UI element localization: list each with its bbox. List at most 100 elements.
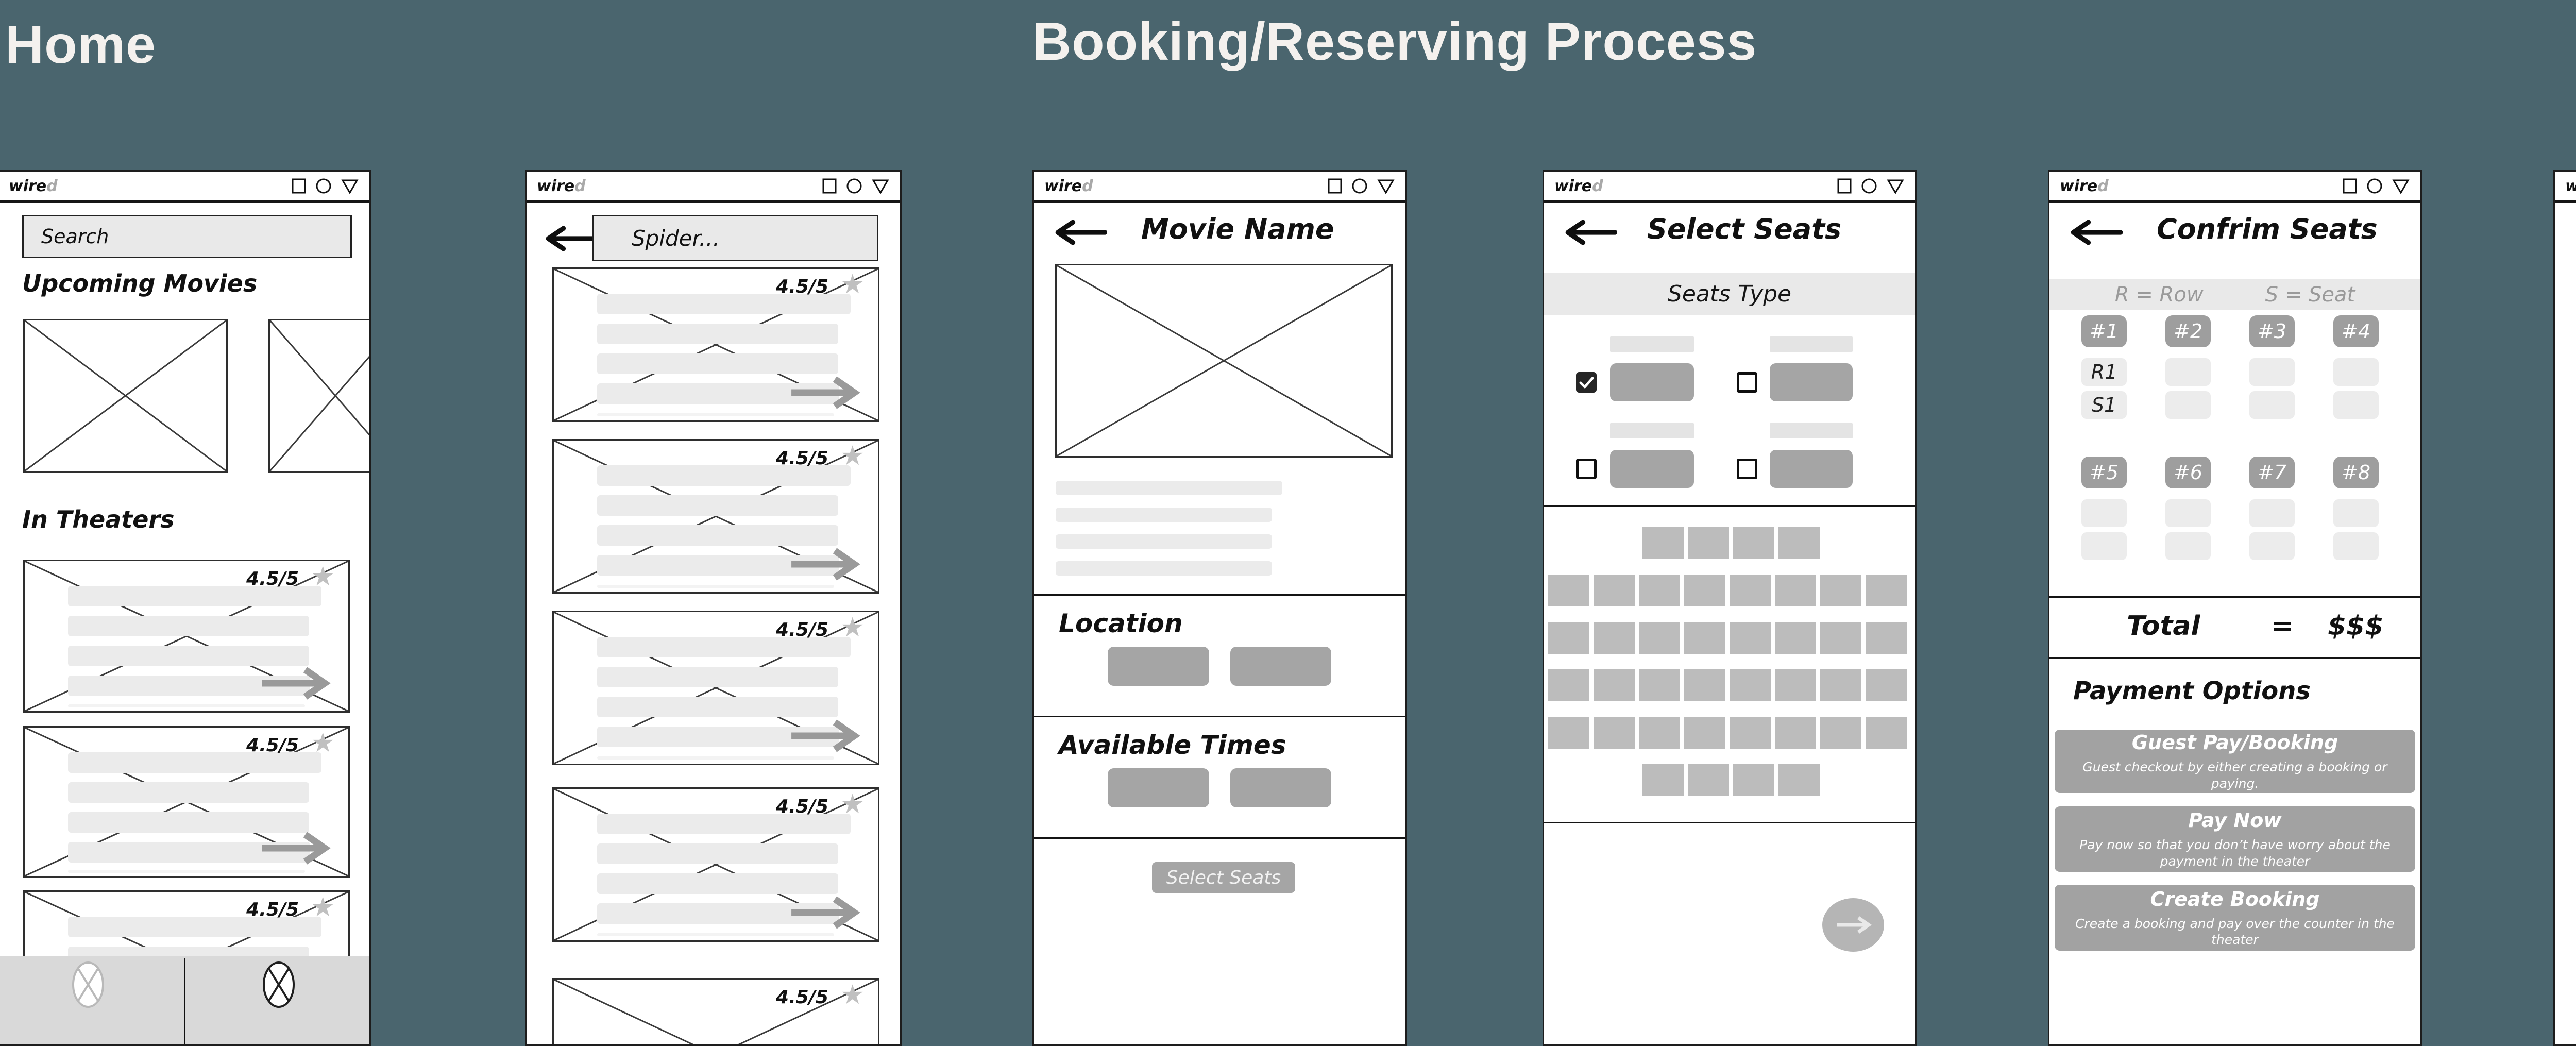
search-input[interactable]: Spider...	[592, 215, 878, 261]
seat[interactable]	[1642, 527, 1684, 559]
seat[interactable]	[1642, 764, 1684, 796]
seat-type-checkbox[interactable]	[1737, 459, 1757, 479]
back-arrow-icon[interactable]	[544, 225, 598, 252]
maximize-icon[interactable]	[1327, 177, 1343, 195]
next-button[interactable]	[1821, 897, 1885, 953]
wired-logo: wired	[1044, 177, 1093, 195]
seat-type-option[interactable]	[1610, 450, 1694, 488]
seat[interactable]	[1594, 669, 1635, 701]
seat[interactable]	[1730, 622, 1771, 654]
triangle-down-icon[interactable]	[1886, 177, 1905, 195]
tab-bookings-icon[interactable]	[262, 961, 295, 1008]
maximize-icon[interactable]	[1837, 177, 1852, 195]
text-skeleton	[597, 413, 834, 416]
triangle-down-icon[interactable]	[1377, 177, 1395, 195]
seat[interactable]	[1820, 622, 1861, 654]
seat[interactable]	[1775, 717, 1816, 749]
seat[interactable]	[1548, 622, 1589, 654]
seat[interactable]	[1866, 669, 1907, 701]
triangle-down-icon[interactable]	[341, 177, 359, 195]
seat[interactable]	[1733, 527, 1774, 559]
seat[interactable]	[1778, 764, 1820, 796]
seat[interactable]	[1820, 575, 1861, 606]
text-skeleton	[597, 495, 838, 516]
text-skeleton	[1056, 534, 1272, 549]
circle-icon[interactable]	[1860, 177, 1878, 195]
seat[interactable]	[1688, 527, 1729, 559]
search-result-item[interactable]: 4.5/5 ★	[552, 439, 879, 594]
back-arrow-icon[interactable]	[1054, 219, 1107, 246]
text-skeleton	[597, 465, 851, 486]
movie-poster-placeholder[interactable]	[268, 319, 369, 473]
search-result-item[interactable]: 4.5/5 ★	[552, 787, 879, 942]
seat[interactable]	[1684, 575, 1725, 606]
seat[interactable]	[1548, 669, 1589, 701]
seat[interactable]	[1775, 575, 1816, 606]
seat[interactable]	[1730, 575, 1771, 606]
back-arrow-icon[interactable]	[1564, 219, 1617, 246]
seat[interactable]	[1730, 717, 1771, 749]
search-result-item[interactable]: 4.5/5 ★	[552, 611, 879, 765]
text-skeleton	[68, 782, 309, 803]
seat[interactable]	[1866, 717, 1907, 749]
movie-poster-placeholder[interactable]	[23, 319, 228, 473]
arrow-right-icon	[262, 667, 331, 700]
seat[interactable]	[1775, 622, 1816, 654]
seat[interactable]	[1548, 717, 1589, 749]
seat-type-option[interactable]	[1770, 450, 1853, 488]
movie-list-item[interactable]: 4.5/5 ★	[23, 726, 350, 878]
triangle-down-icon[interactable]	[871, 177, 890, 195]
time-option-button[interactable]	[1230, 768, 1331, 807]
seat[interactable]	[1730, 669, 1771, 701]
back-arrow-icon[interactable]	[2069, 219, 2123, 246]
search-result-item[interactable]: 4.5/5 ★	[552, 978, 879, 1044]
star-icon: ★	[840, 613, 865, 643]
triangle-down-icon[interactable]	[2392, 177, 2410, 195]
seat[interactable]	[1688, 764, 1729, 796]
payment-option-create-booking[interactable]: Create Booking Create a booking and pay …	[2055, 885, 2415, 951]
seat[interactable]	[1684, 669, 1725, 701]
maximize-icon[interactable]	[291, 177, 307, 195]
search-result-item[interactable]: 4.5/5 ★	[552, 267, 879, 422]
seat[interactable]	[1594, 717, 1635, 749]
circle-icon[interactable]	[315, 177, 332, 195]
location-option-button[interactable]	[1108, 647, 1209, 686]
time-option-button[interactable]	[1108, 768, 1209, 807]
seat-type-checkbox-checked[interactable]	[1576, 372, 1597, 393]
seat[interactable]	[1594, 622, 1635, 654]
payment-option-pay-now[interactable]: Pay Now Pay now so that you don’t have w…	[2055, 806, 2415, 872]
seat[interactable]	[1639, 575, 1680, 606]
search-input[interactable]: Search	[22, 215, 352, 258]
seat[interactable]	[1548, 575, 1589, 606]
seat[interactable]	[1820, 669, 1861, 701]
seat-type-option[interactable]	[1770, 363, 1853, 401]
canvas-title-flow: Booking/Reserving Process	[1032, 12, 1757, 72]
circle-icon[interactable]	[845, 177, 863, 195]
seat[interactable]	[1684, 622, 1725, 654]
seat[interactable]	[1733, 764, 1774, 796]
seat[interactable]	[1639, 622, 1680, 654]
tab-home-icon[interactable]	[72, 961, 105, 1008]
payment-option-title: Create Booking	[2150, 887, 2320, 910]
select-seats-button[interactable]: Select Seats	[1152, 862, 1295, 893]
seat-type-option[interactable]	[1610, 363, 1694, 401]
seat[interactable]	[1594, 575, 1635, 606]
seat-type-checkbox[interactable]	[1737, 372, 1757, 393]
circle-icon[interactable]	[1351, 177, 1368, 195]
seat[interactable]	[1820, 717, 1861, 749]
seat[interactable]	[1684, 717, 1725, 749]
seat[interactable]	[1866, 622, 1907, 654]
location-option-button[interactable]	[1230, 647, 1331, 686]
seat[interactable]	[1866, 575, 1907, 606]
circle-icon[interactable]	[2366, 177, 2383, 195]
seat-value-empty	[2081, 532, 2127, 560]
maximize-icon[interactable]	[2342, 177, 2358, 195]
seat[interactable]	[1775, 669, 1816, 701]
seat-type-checkbox[interactable]	[1576, 459, 1597, 479]
seat[interactable]	[1639, 717, 1680, 749]
payment-option-guest[interactable]: Guest Pay/Booking Guest checkout by eith…	[2055, 730, 2415, 793]
seat[interactable]	[1778, 527, 1820, 559]
movie-list-item[interactable]: 4.5/5 ★	[23, 560, 350, 713]
maximize-icon[interactable]	[822, 177, 837, 195]
seat[interactable]	[1639, 669, 1680, 701]
